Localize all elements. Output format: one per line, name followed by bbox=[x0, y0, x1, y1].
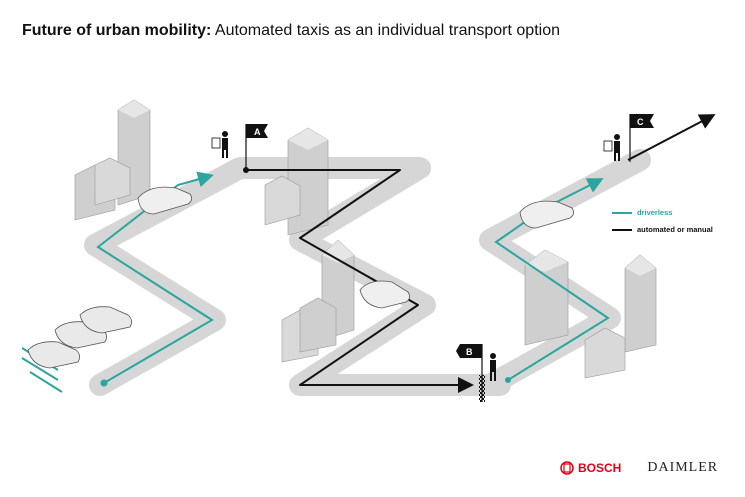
road-left bbox=[84, 157, 511, 396]
route-driverless bbox=[96, 171, 610, 384]
route-b-dot bbox=[505, 377, 511, 383]
building-right-low bbox=[584, 327, 626, 379]
building-center-tall bbox=[287, 127, 329, 236]
person-icon-a bbox=[211, 131, 228, 158]
parked-car-1 bbox=[27, 341, 80, 369]
bosch-logo: BOSCH bbox=[560, 461, 621, 475]
title-subtitle: Automated taxis as an individual transpo… bbox=[214, 22, 560, 39]
legend-swatch-black bbox=[612, 228, 632, 231]
legend-item-automated: automated or manual bbox=[612, 225, 713, 234]
legend-label-driverless: driverless bbox=[637, 208, 673, 217]
logo-bar: BOSCH DAIMLER bbox=[560, 460, 718, 476]
route-automated bbox=[246, 114, 716, 393]
legend-item-driverless: driverless bbox=[612, 208, 713, 217]
building-right-tower-1 bbox=[524, 249, 569, 346]
moving-car-2 bbox=[359, 280, 410, 309]
building-low-left-2 bbox=[94, 157, 131, 206]
legend-label-automated: automated or manual bbox=[637, 225, 713, 234]
flag-c: C bbox=[629, 114, 654, 162]
flag-c-label: C bbox=[637, 117, 644, 127]
moving-car-3 bbox=[519, 200, 574, 229]
flag-b: B bbox=[456, 344, 485, 402]
flag-a: A bbox=[245, 124, 268, 170]
building-middle-low-2 bbox=[299, 297, 337, 353]
legend-swatch-teal bbox=[612, 211, 632, 214]
moving-car-1 bbox=[137, 186, 192, 215]
route-start-dot bbox=[100, 379, 108, 387]
daimler-logo: DAIMLER bbox=[647, 460, 719, 475]
bosch-armature-icon bbox=[560, 461, 574, 475]
flag-b-label: B bbox=[466, 347, 473, 357]
building-right-tower-2 bbox=[624, 254, 657, 353]
title-bold: Future of urban mobility: bbox=[22, 22, 212, 39]
flag-a-label: A bbox=[254, 127, 261, 137]
parked-car-3 bbox=[79, 306, 132, 334]
bosch-wordmark: BOSCH bbox=[578, 461, 622, 475]
page-title: Future of urban mobility: Automated taxi… bbox=[22, 22, 560, 40]
person-icon-c bbox=[603, 134, 620, 161]
legend: driverless automated or manual bbox=[612, 208, 713, 242]
person-icon-b bbox=[490, 353, 496, 381]
building-center-low bbox=[264, 175, 301, 226]
